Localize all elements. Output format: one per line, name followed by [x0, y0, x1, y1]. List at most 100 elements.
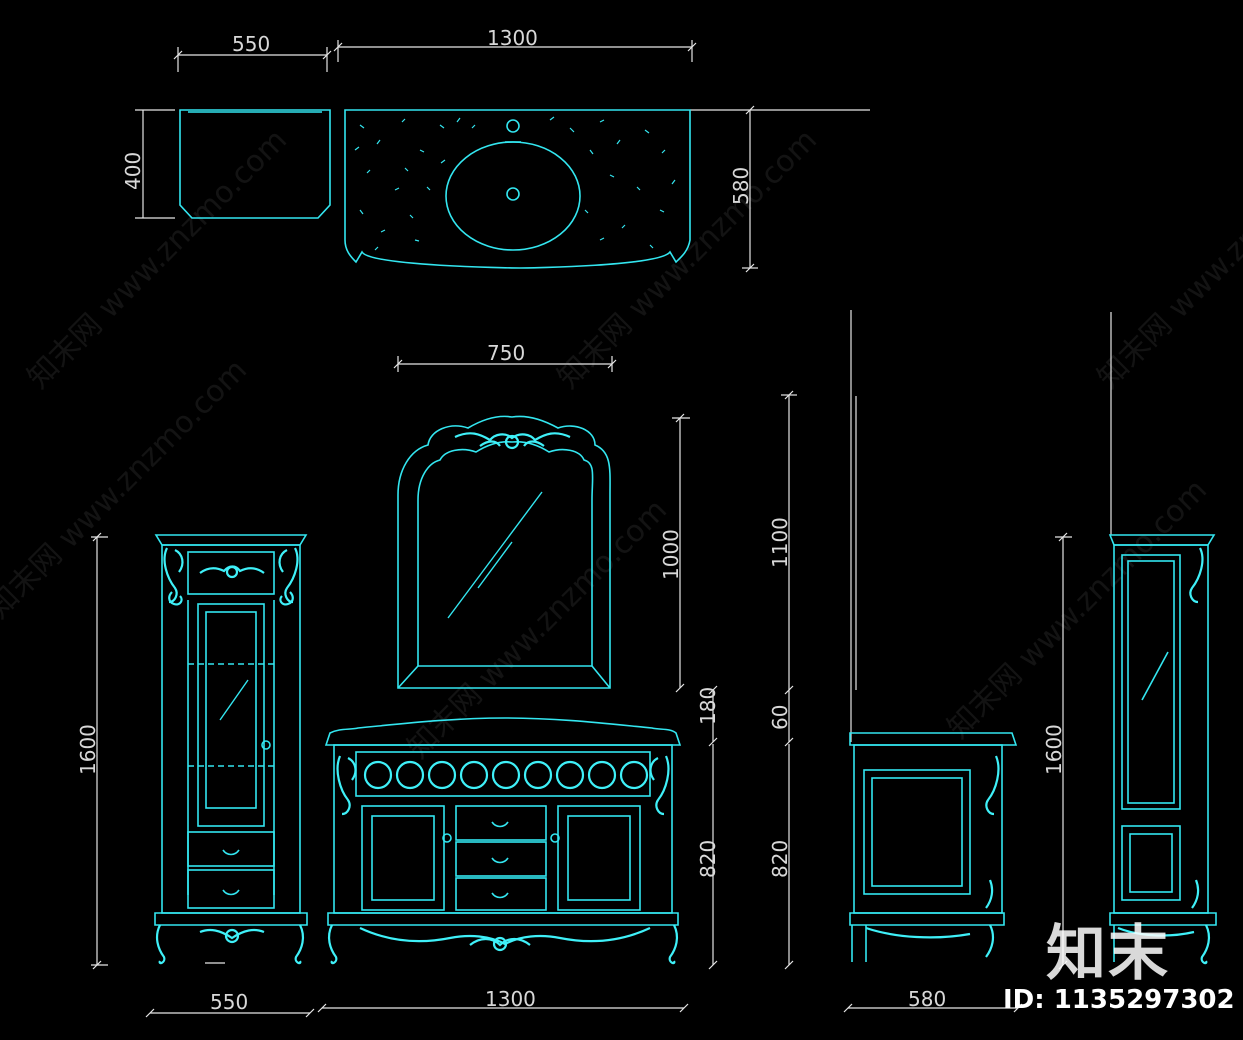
side-dim-1600-label: 1600	[1042, 724, 1066, 775]
side-vanity-apron	[865, 924, 995, 958]
side-tall-reflection	[1141, 651, 1169, 701]
tall-cabinet-right-corbel	[278, 547, 299, 606]
plan-dim-580-label: 580	[729, 167, 753, 205]
mirror-crest-ornament	[454, 432, 571, 450]
plan-dim-580: 580	[690, 105, 870, 273]
front-dim-1300: 1300	[317, 987, 689, 1013]
vanity-left-corbel	[336, 755, 357, 816]
plan-drain	[506, 187, 520, 201]
side-tall-cabinet: 1600	[1042, 312, 1217, 970]
tall-cabinet-glass-pane	[205, 611, 257, 809]
vanity-frieze-rosettes	[363, 760, 649, 790]
tall-cabinet-drawer-ornament	[199, 565, 265, 579]
watermark-1: 知末网 www.znzmo.com	[21, 123, 294, 396]
side-tall-lower-panel	[1121, 825, 1181, 901]
vanity-apron-ornament	[359, 927, 651, 952]
side-dim-1600: 1600	[1042, 532, 1072, 970]
vanity-left-door	[361, 805, 445, 911]
vanity-right-door-panel	[567, 815, 631, 901]
plan-dim-550: 550	[173, 32, 332, 72]
plan-faucet	[506, 119, 520, 133]
plan-dim-1300-label: 1300	[487, 26, 538, 50]
front-dim-180-label: 180	[696, 687, 720, 725]
vanity-right-knob	[550, 833, 560, 843]
mirror-dim-750: 750	[393, 341, 617, 372]
mirror-dim-1000-label: 1000	[659, 529, 683, 580]
plan-tall-cabinet-top	[179, 109, 331, 219]
side-tall-glass-frame	[1121, 554, 1181, 810]
side-vanity: 1100 60 820 580	[768, 310, 1023, 1013]
vanity-drawer-3	[455, 877, 547, 911]
tall-cabinet-drawer-2	[187, 869, 275, 909]
mirror-elevation: 750 1000	[393, 341, 690, 693]
vanity-drawer-2-pull	[491, 857, 509, 864]
watermark-2: 知末网 www.znzmo.com	[551, 123, 824, 396]
watermark-3: 知末网 www.znzmo.com	[1091, 123, 1243, 396]
side-tall-legs	[1117, 924, 1211, 965]
tall-cabinet-legs	[155, 924, 305, 965]
vanity-countertop	[324, 717, 682, 746]
vanity-drawer-1-pull	[491, 821, 509, 828]
side-dim-1100-label: 1100	[768, 517, 792, 568]
tall-cabinet-cornice	[154, 534, 308, 546]
plan-dim-400-label: 400	[121, 152, 145, 190]
vanity-base	[327, 912, 679, 926]
plan-dim-550-label: 550	[232, 32, 270, 56]
watermark-4: 知末网 www.znzmo.com	[0, 353, 254, 626]
tall-cabinet-door-knob	[261, 740, 271, 750]
plan-basin	[445, 141, 581, 251]
plan-granite-speckles	[354, 116, 676, 251]
vanity-right-corbel	[649, 755, 670, 816]
tall-cabinet-top-drawer	[187, 551, 275, 595]
plan-vanity-top	[344, 109, 691, 269]
tall-cabinet-glass-door	[197, 603, 265, 827]
side-dim-580-label: 580	[908, 987, 946, 1011]
side-dim-580: 580	[843, 987, 1023, 1013]
watermark-6: 知末网 www.znzmo.com	[941, 473, 1214, 746]
vanity-left-door-panel	[371, 815, 435, 901]
front-dim-180: 180	[696, 685, 720, 747]
side-dim-60: 60	[768, 690, 794, 747]
front-tall-cabinet: 1600 550	[76, 532, 315, 1018]
tall-cabinet-glass-reflection	[219, 679, 249, 721]
side-vanity-countertop	[849, 732, 1018, 746]
side-dim-820-label: 820	[768, 840, 792, 878]
side-vanity-panel	[863, 769, 971, 895]
mirror-corner-br	[591, 665, 611, 689]
watermark-5: 知末网 www.znzmo.com	[401, 493, 674, 766]
mirror-dim-750-label: 750	[487, 341, 525, 365]
tall-cabinet-base	[154, 912, 308, 926]
front-dim-820: 820	[696, 744, 720, 970]
front-dim-1300-label: 1300	[485, 987, 536, 1011]
plan-view: 550 1300 400 580	[121, 26, 870, 273]
mirror-frame-outer	[397, 415, 611, 689]
vanity-drawer-2	[455, 841, 547, 877]
side-vanity-panel-inner	[871, 777, 963, 887]
front-dim-1600: 1600	[76, 532, 108, 970]
vanity-drawer-3-pull	[491, 892, 509, 899]
front-vanity: 180 820 1300	[317, 685, 720, 1013]
mirror-dim-1000: 1000	[659, 413, 690, 693]
vanity-frieze	[355, 751, 651, 797]
vanity-right-door	[557, 805, 641, 911]
mirror-corner-bl	[397, 665, 419, 689]
front-dim-550: 550	[145, 990, 315, 1018]
tall-cabinet-drawer-1	[187, 831, 275, 867]
watermark-layer: 知末网 www.znzmo.com 知末网 www.znzmo.com 知末网 …	[0, 123, 1243, 766]
tall-cabinet-drawer-2-pull	[222, 889, 240, 896]
drawing-id-label: ID: 1135297302	[1003, 985, 1235, 1015]
mirror-frame-inner	[417, 440, 594, 667]
side-vanity-corbel	[985, 755, 1000, 909]
brand-logo: 知末	[1046, 919, 1170, 989]
side-dim-60-label: 60	[768, 705, 792, 730]
mirror-reflection	[447, 491, 543, 619]
side-dim-1100: 1100	[768, 390, 797, 695]
vanity-left-knob	[442, 833, 452, 843]
plan-dim-400: 400	[121, 109, 175, 219]
side-tall-lower-panel-inner	[1129, 833, 1173, 893]
plan-dim-1300: 1300	[333, 26, 697, 62]
vanity-drawer-1	[455, 805, 547, 841]
side-tall-glass	[1127, 560, 1175, 804]
tall-cabinet-drawer-1-pull	[222, 849, 240, 856]
